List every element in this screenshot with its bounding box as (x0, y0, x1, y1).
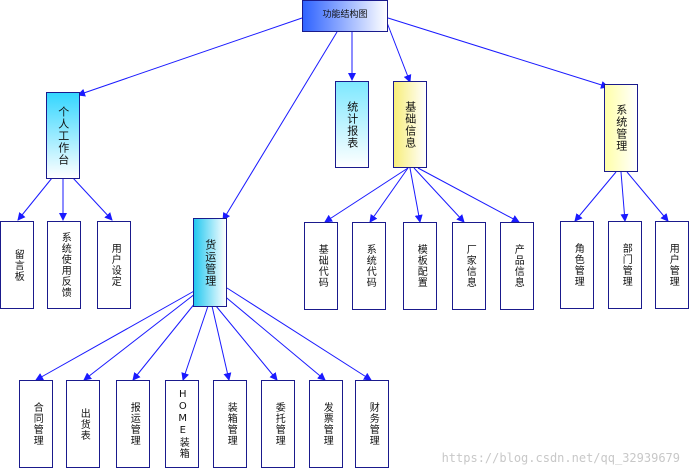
connector-arrow-11 (413, 167, 465, 223)
statistics-report-node: 统计报表 (335, 81, 369, 168)
product-info-node: 产品信息 (500, 222, 534, 310)
connector-arrow-13 (574, 171, 617, 222)
freight-management-node: 货运管理 (193, 218, 227, 307)
connector-arrow-12 (417, 167, 520, 223)
connector-arrow-19 (181, 305, 209, 381)
connector-arrow-23 (226, 287, 372, 381)
basic-code-node: 基础代码 (304, 222, 338, 310)
shipping-list-node: 出货表 (66, 380, 100, 468)
role-management-node: 角色管理 (560, 221, 594, 309)
watermark-text: https://blog.csdn.net/qq_32939679 (441, 451, 680, 465)
user-management-node: 用户管理 (655, 221, 689, 309)
connector-arrow-9 (369, 167, 409, 223)
system-management-node: 系统管理 (604, 84, 638, 172)
usage-feedback-node: 系统使用反馈 (47, 221, 81, 309)
connector-arrow-5 (17, 177, 53, 221)
manufacturer-info-node: 厂家信息 (452, 222, 486, 310)
template-config-node: 模板配置 (403, 222, 437, 310)
connector-arrow-21 (215, 305, 278, 381)
connector-arrow-0 (77, 17, 303, 97)
connector-arrow-4 (387, 17, 609, 89)
export-declaration-node: 报运管理 (116, 380, 150, 468)
connector-arrow-15 (626, 171, 669, 222)
connector-arrow-14 (620, 171, 629, 222)
connector-arrow-17 (83, 289, 201, 381)
root-node: 功能结构图 (302, 0, 388, 32)
finance-management-node: 财务管理 (355, 380, 389, 468)
connector-arrow-7 (72, 177, 113, 221)
connector-arrow-3 (385, 19, 412, 83)
connector-arrow-20 (211, 305, 232, 381)
home-packing-node: HOME装箱 (165, 380, 199, 468)
contract-management-node: 合同管理 (19, 380, 53, 468)
basic-info-node: 基础信息 (393, 81, 427, 168)
user-settings-node: 用户设定 (97, 221, 131, 309)
consignment-management-node: 委托管理 (261, 380, 295, 468)
invoice-management-node: 发票管理 (309, 380, 343, 468)
root-label: 功能结构图 (322, 10, 368, 21)
department-management-node: 部门管理 (608, 221, 642, 309)
message-board-node: 留言板 (0, 221, 34, 309)
connector-arrow-22 (221, 293, 326, 381)
packing-management-node: 装箱管理 (213, 380, 247, 468)
personal-workbench-node: 个人工作台 (46, 92, 80, 179)
connector-arrow-18 (132, 291, 205, 381)
connector-arrow-10 (409, 167, 423, 223)
connector-arrow-1 (222, 31, 338, 221)
connector-arrow-16 (35, 289, 197, 381)
connector-arrow-8 (324, 167, 409, 223)
system-code-node: 系统代码 (352, 222, 386, 310)
